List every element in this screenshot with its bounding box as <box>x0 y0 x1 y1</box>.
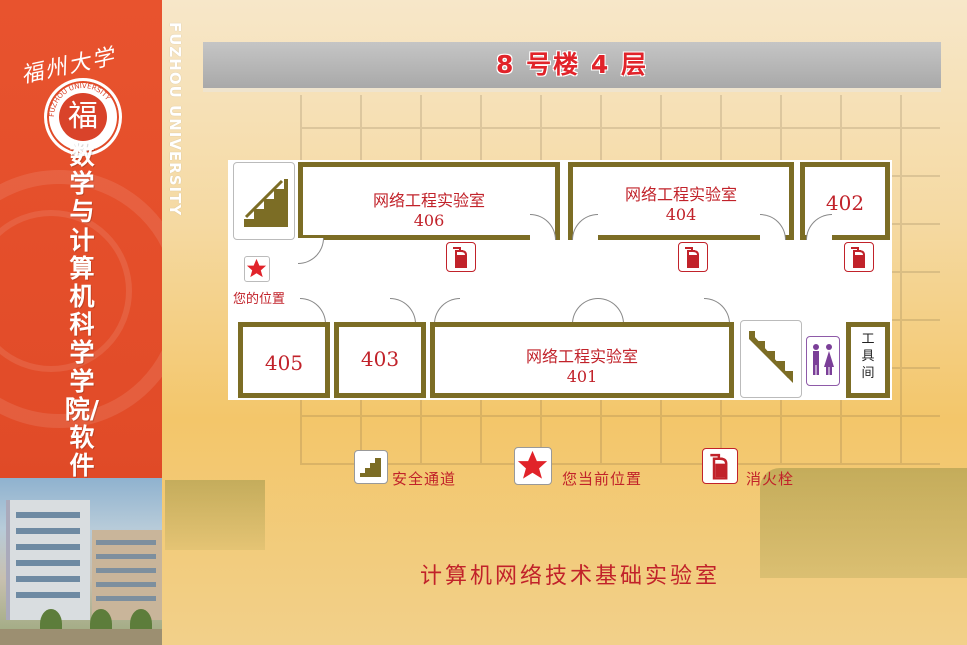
door-401-left <box>434 298 460 324</box>
title-bar: 8 号楼 4 层 <box>203 42 941 92</box>
door-401-right <box>704 298 730 324</box>
room-405: 405 <box>238 322 330 398</box>
stairs-top-left <box>233 162 295 240</box>
background-hedge-left <box>165 480 265 550</box>
restroom-icon <box>806 336 840 386</box>
fire-hydrant-icon <box>678 242 708 272</box>
you-are-here-star-icon <box>244 256 270 282</box>
door-401-mid-right <box>598 298 624 324</box>
stairs-icon <box>749 331 793 383</box>
room-405-number: 405 <box>264 351 304 375</box>
room-403-number: 403 <box>360 347 400 371</box>
tool-room-label: 工具间 <box>861 332 875 381</box>
door-406-corridor <box>298 238 324 264</box>
seal-character: 福 <box>59 93 107 141</box>
background-hedge <box>760 468 967 578</box>
title-bar-shadow <box>203 88 941 92</box>
campus-building-photo <box>0 478 162 645</box>
watermark-seal-inner <box>0 210 132 372</box>
photo-window <box>16 576 80 582</box>
stairs-bottom <box>740 320 802 398</box>
floor-plan: 网络工程实验室 406 网络工程实验室 404 402 您的位置 405 403 <box>228 160 892 400</box>
legend-stairs-icon <box>354 450 388 484</box>
legend-hydrant-icon <box>702 448 738 484</box>
photo-window <box>96 582 156 587</box>
photo-ground <box>0 629 162 645</box>
legend-current-position: 您当前位置 <box>562 470 643 488</box>
photo-window <box>16 560 80 566</box>
room-401: 网络工程实验室 401 <box>430 322 734 398</box>
room-401-name: 网络工程实验室 <box>525 347 638 366</box>
door-403 <box>390 298 416 324</box>
photo-building-right <box>92 530 162 620</box>
legend-star-icon <box>514 447 552 485</box>
left-banner: 福州大学 FUZHOU UNIVERSITY 福 数学与计算机科学学院/软件学院 <box>0 0 162 645</box>
stairs-icon <box>244 179 288 227</box>
photo-window <box>96 540 156 545</box>
photo-window <box>16 528 80 534</box>
door-401-mid-left <box>572 298 598 324</box>
school-name: 数学与计算机科学学院/软件学院 <box>64 141 100 536</box>
room-402-number: 402 <box>825 191 865 215</box>
photo-window <box>16 512 80 518</box>
room-406: 网络工程实验室 406 <box>298 162 560 240</box>
photo-building-left <box>6 500 90 620</box>
room-401-number: 401 <box>566 367 598 386</box>
room-404-name: 网络工程实验室 <box>624 185 737 204</box>
photo-window <box>16 544 80 550</box>
tool-room: 工具间 <box>846 322 890 398</box>
you-are-here-label: 您的位置 <box>232 292 285 307</box>
photo-window <box>16 592 80 598</box>
fire-hydrant-icon <box>446 242 476 272</box>
room-403: 403 <box>334 322 426 398</box>
photo-window <box>96 596 156 601</box>
photo-window <box>96 554 156 559</box>
vertical-english-name: FUZHOU UNIVERSITY <box>166 22 184 217</box>
room-404-number: 404 <box>665 205 697 224</box>
legend-hydrant: 消火栓 <box>746 470 795 488</box>
lab-title: 计算机网络技术基础实验室 <box>419 564 720 589</box>
room-406-number: 406 <box>413 211 445 230</box>
door-405 <box>300 298 326 324</box>
photo-window <box>96 568 156 573</box>
floor-title: 8 号楼 4 层 <box>496 50 648 79</box>
university-seal-icon: FUZHOU UNIVERSITY 福 <box>44 78 122 156</box>
legend-safety-exit: 安全通道 <box>392 470 457 488</box>
fire-hydrant-icon <box>844 242 874 272</box>
room-404: 网络工程实验室 404 <box>568 162 794 240</box>
room-406-name: 网络工程实验室 <box>372 191 485 210</box>
